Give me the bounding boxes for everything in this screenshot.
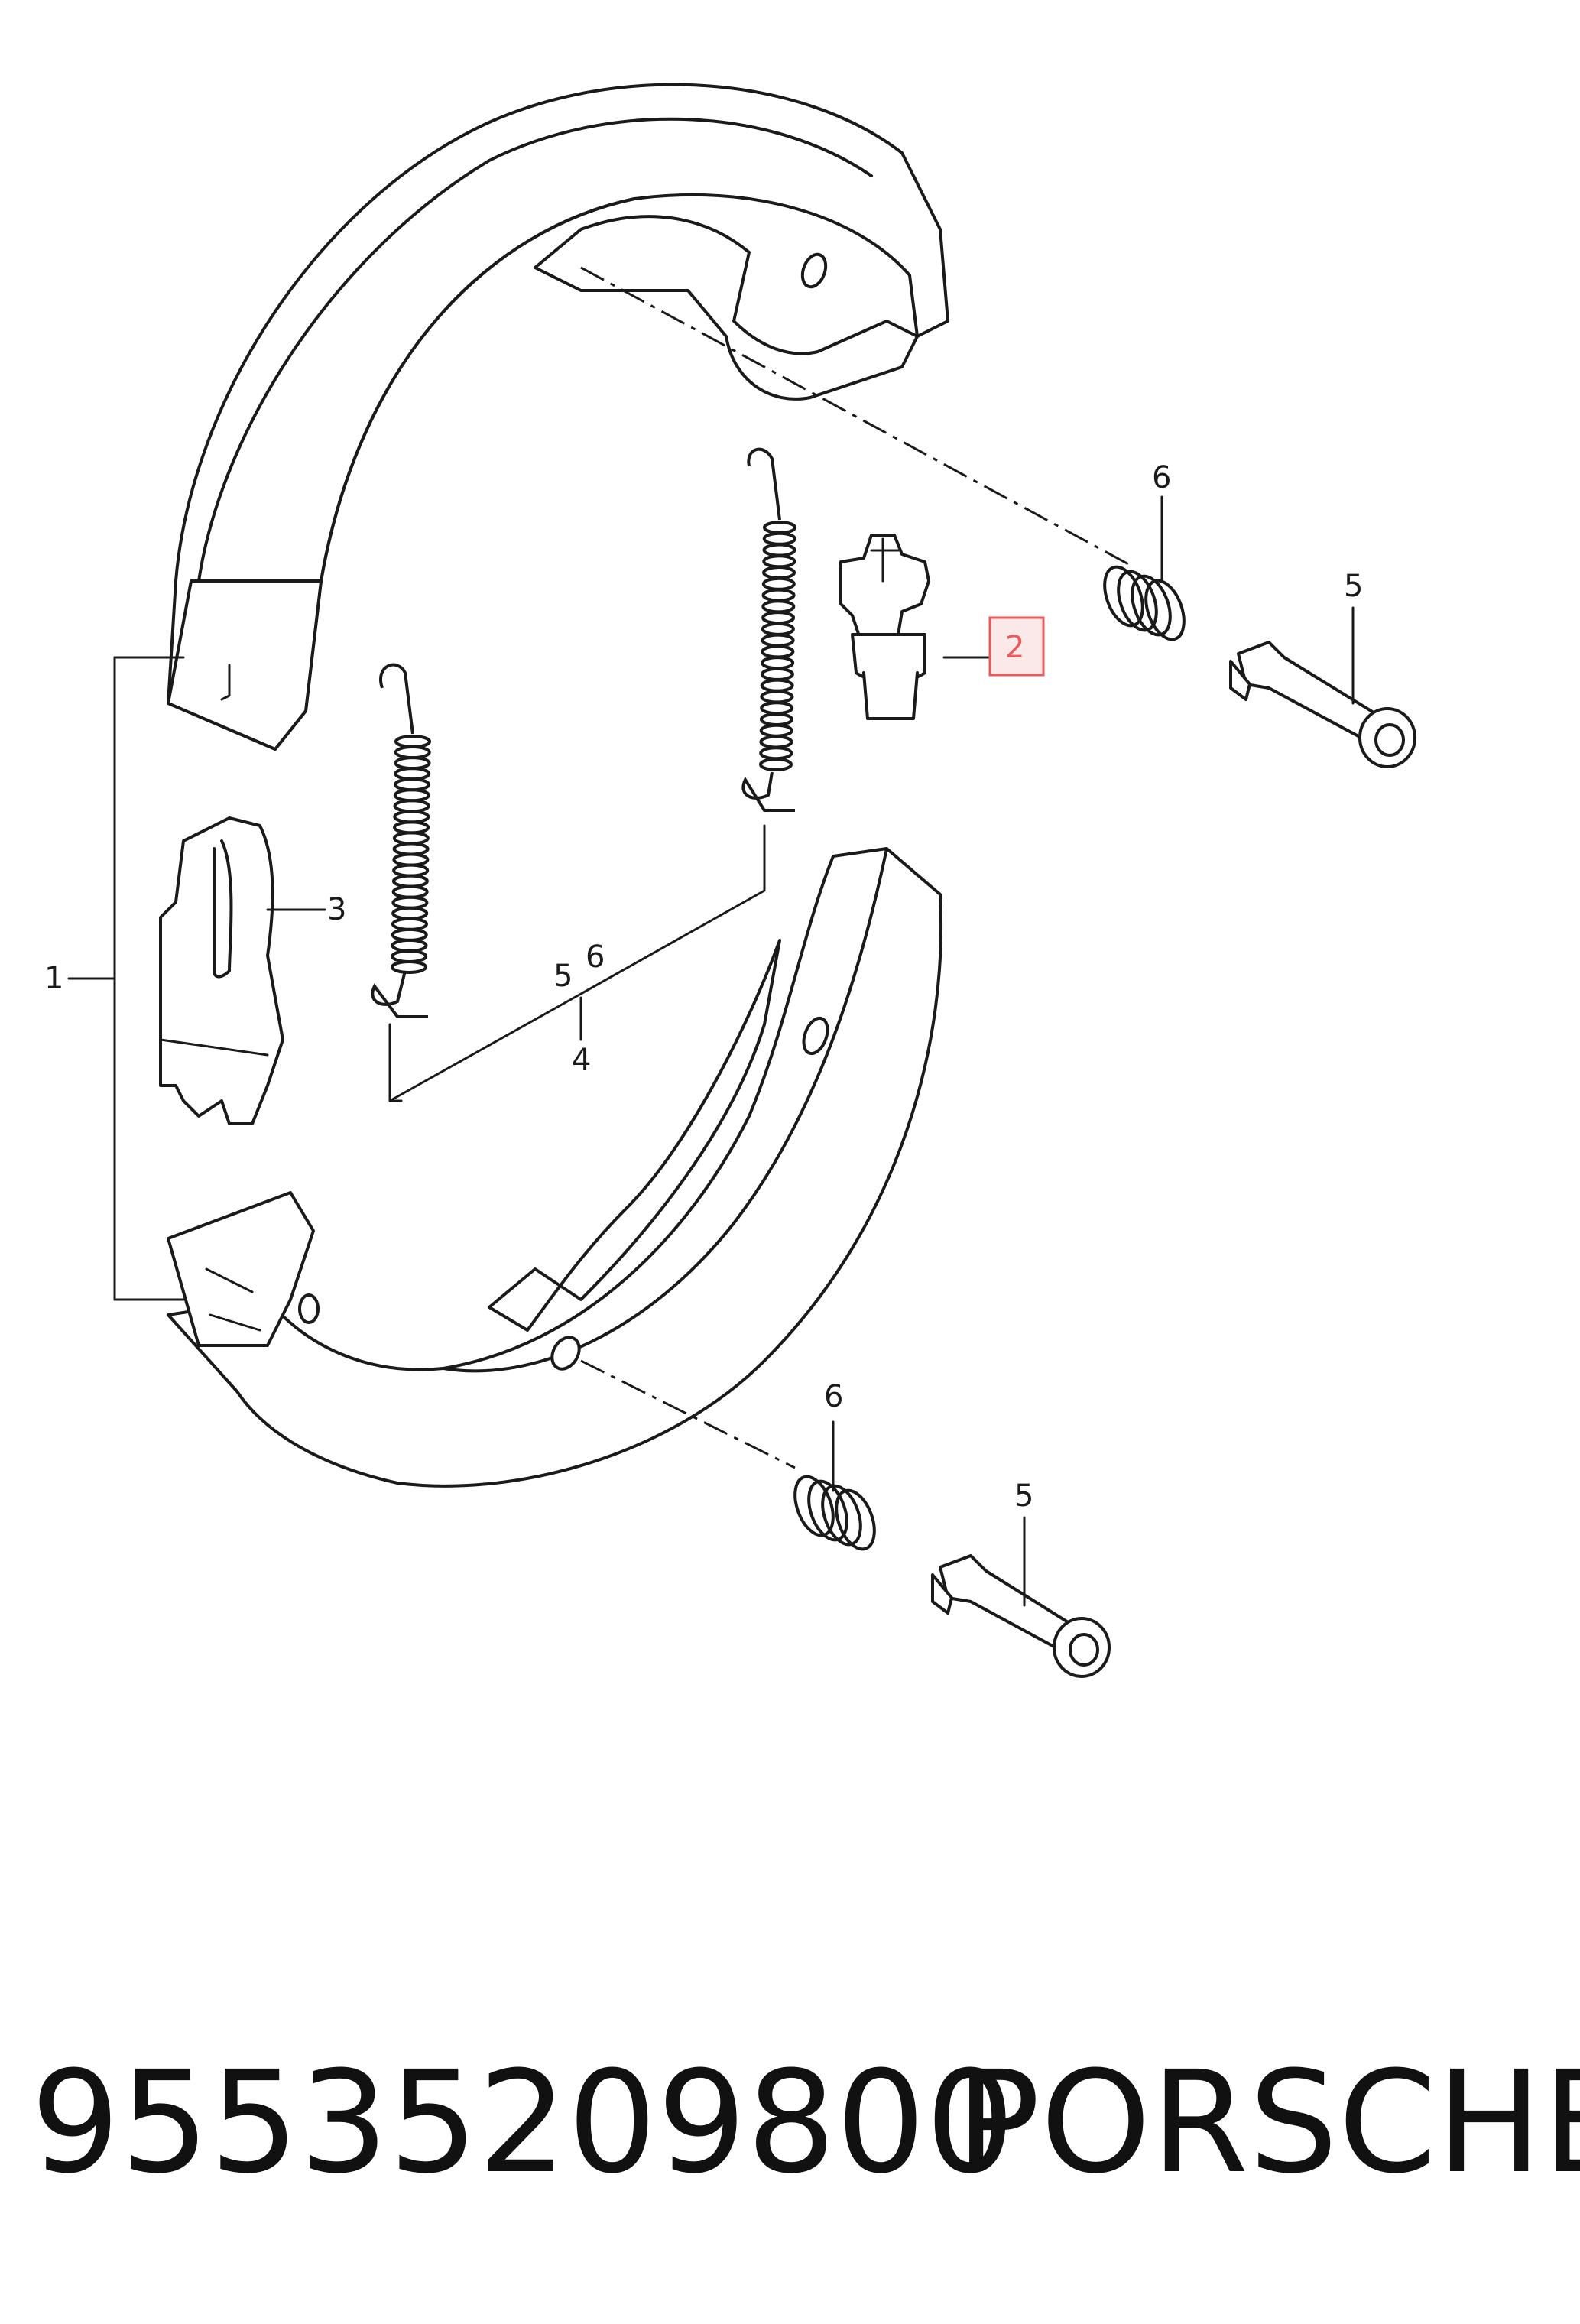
- spring-coil: [761, 599, 796, 614]
- spring-coil: [391, 895, 429, 910]
- spring-coil: [761, 576, 796, 591]
- spring-coil: [391, 927, 428, 942]
- spring-coil: [759, 712, 793, 726]
- spring-coil: [392, 863, 430, 878]
- spring-coil: [760, 678, 794, 693]
- spring-coil: [759, 758, 793, 771]
- callout-5-top: 5: [1344, 569, 1363, 604]
- spring-coil: [761, 622, 795, 636]
- callout-6-mid: 6: [586, 940, 605, 975]
- adjuster-lever: [159, 816, 284, 1125]
- callout-5-mid: 5: [553, 959, 573, 994]
- upper-brake-shoe: [167, 83, 949, 751]
- hold-down-pin-bottom: [931, 1554, 1111, 1678]
- leader-lines: [67, 495, 1355, 1607]
- spring-coil: [391, 884, 429, 899]
- brand-name: PORSCHE: [955, 2041, 1580, 2205]
- spring-coil: [391, 906, 429, 920]
- axis-line-top: [580, 266, 1132, 567]
- adjuster-star-wheel: [839, 534, 930, 720]
- spring-coil: [761, 656, 795, 670]
- callout-2: 2: [1005, 630, 1024, 665]
- hold-down-spring-top: [1103, 565, 1186, 641]
- spring-coil: [391, 917, 428, 931]
- callout-6-bottom: 6: [824, 1379, 843, 1414]
- spring-coil: [394, 756, 431, 771]
- spring-coil: [394, 745, 431, 760]
- hold-down-coil: [835, 1488, 876, 1551]
- spring-coil: [763, 521, 796, 534]
- callout-3: 3: [327, 892, 346, 927]
- return-spring-right: [741, 447, 796, 812]
- spring-coil: [759, 746, 793, 761]
- part-number: 95535209800: [31, 2041, 1015, 2205]
- spring-coil: [391, 949, 428, 963]
- callout-5-bottom: 5: [1014, 1478, 1033, 1514]
- lower-brake-shoe: [167, 847, 943, 1488]
- spring-coil: [392, 842, 430, 856]
- spring-coil: [392, 831, 430, 846]
- spring-coil: [762, 566, 796, 580]
- spring-coil: [393, 820, 430, 835]
- hold-down-coil: [1144, 579, 1186, 641]
- callout-1: 1: [44, 961, 63, 996]
- spring-coil: [393, 799, 430, 813]
- callout-6-top: 6: [1152, 460, 1171, 495]
- callout-4: 4: [572, 1043, 591, 1078]
- spring-coil: [392, 852, 430, 867]
- spring-coil: [391, 960, 427, 974]
- spring-coil: [394, 767, 431, 781]
- spring-coil: [391, 874, 429, 888]
- callout-2-highlight-box: [988, 616, 1045, 677]
- hold-down-pin-top: [1229, 641, 1416, 768]
- spring-coil: [761, 644, 795, 659]
- spring-coil: [393, 788, 430, 803]
- hold-down-spring-bottom: [793, 1475, 876, 1551]
- spring-coil: [762, 543, 796, 557]
- spring-coil: [761, 611, 796, 625]
- spring-coil: [393, 810, 430, 824]
- spring-coil: [759, 735, 793, 749]
- spring-coil: [761, 588, 796, 602]
- spring-coil: [760, 690, 794, 704]
- spring-coil: [394, 735, 431, 748]
- spring-coil: [762, 554, 796, 569]
- spring-coil: [759, 723, 793, 738]
- spring-coil: [762, 531, 796, 546]
- spring-coil: [760, 701, 794, 716]
- spring-coil: [391, 938, 428, 953]
- spring-coil: [394, 777, 431, 792]
- spring-coil: [761, 633, 795, 648]
- spring-coil: [760, 667, 794, 681]
- return-spring-left: [371, 663, 431, 1018]
- axis-line-bottom: [580, 1359, 796, 1469]
